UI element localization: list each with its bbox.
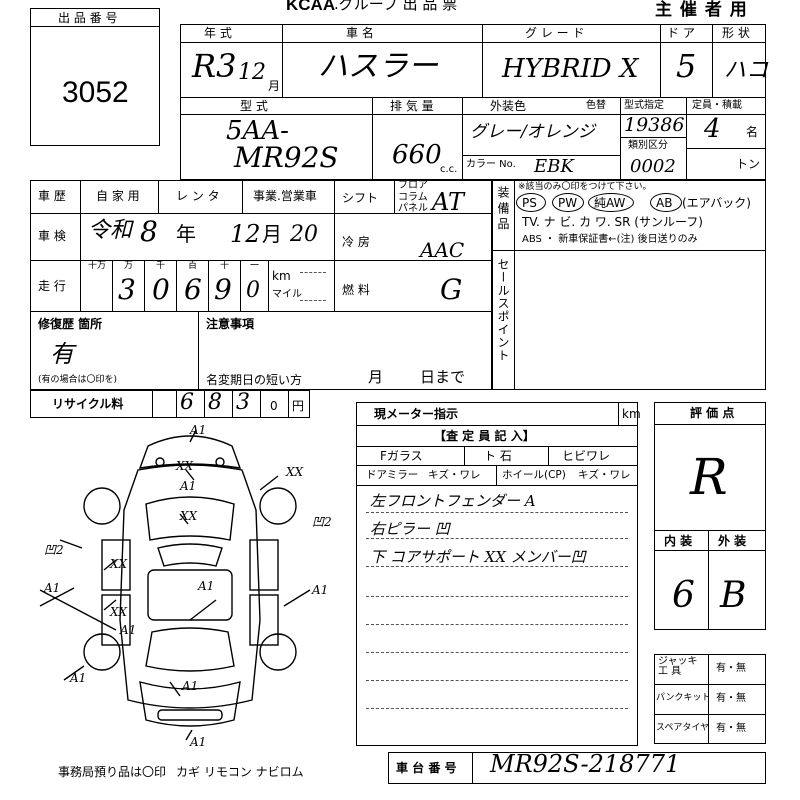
score-box [654, 402, 766, 630]
repair-value: 有 [50, 340, 74, 368]
month-value: 12 [238, 60, 266, 85]
mileage-digit: 0 [152, 273, 170, 306]
damage-mark: XX [109, 557, 128, 571]
interior-score: 6 [672, 575, 695, 616]
damage-mark: XX [109, 605, 128, 619]
damage-mark: 凹2 [312, 515, 332, 529]
category-value: 0002 [630, 156, 676, 177]
damage-mark: XX [175, 459, 194, 473]
chassis-box [388, 752, 766, 784]
fuel-value: G [440, 273, 463, 306]
car-name-value: ハスラー [318, 49, 438, 84]
score-value: R [690, 448, 728, 506]
model-top-value: 5AA- [226, 116, 289, 146]
lot-number: 3052 [62, 76, 129, 109]
model-bottom-value: MR92S [234, 141, 339, 174]
inspection-year: 8 [140, 215, 158, 248]
color-code-value: EBK [534, 156, 574, 177]
equipment-box [492, 180, 766, 390]
chassis-number: MR92S-218771 [490, 750, 681, 778]
mileage-digit: 3 [118, 273, 136, 306]
recycle-fee-box [30, 390, 310, 418]
history-grid [30, 180, 492, 390]
recycle-digit: 8 [208, 390, 222, 415]
damage-mark: 凹2 [44, 543, 64, 557]
inspector-note: 右ピラー 凹 [370, 520, 450, 538]
exterior-score: B [720, 575, 747, 616]
vehicle-info-grid [180, 24, 766, 180]
damage-mark: A1 [189, 423, 206, 437]
damage-mark: A1 [189, 735, 206, 749]
damage-mark: XX [285, 465, 304, 479]
accessories-box [654, 654, 766, 744]
form-title: .グループ 出 品 票 [334, 0, 458, 13]
lot-label: 出 品 番 号 [58, 11, 118, 25]
damage-mark: A1 [43, 581, 60, 595]
shift-value: AT [432, 188, 465, 216]
lot-box [30, 8, 160, 146]
damage-mark: A1 [181, 679, 198, 693]
car-damage-diagram: A1 XX A1 XX XX 凹2 凹2 XX XX A1 A1 A1 A1 A… [39, 423, 332, 749]
damage-mark: XX [179, 509, 198, 523]
mileage-digit: 0 [246, 278, 260, 303]
damage-mark: A1 [197, 579, 214, 593]
inspector-note: 下 コアサポート XX メンバー凹 [370, 548, 586, 566]
type-designation-value: 19386 [624, 114, 685, 136]
inspection-day: 20 [290, 222, 318, 247]
recycle-digit: 3 [236, 390, 250, 415]
damage-mark: A1 [179, 479, 196, 493]
recycle-digit: 6 [180, 390, 194, 415]
displacement-value: 660 [392, 140, 442, 170]
body-value: ハコ [724, 58, 769, 83]
damage-mark: A1 [311, 583, 328, 597]
mileage-digit: 6 [184, 273, 202, 306]
damage-mark: A1 [119, 623, 136, 637]
doors-value: 5 [676, 47, 697, 85]
inspection-era: 令和 [88, 218, 133, 243]
damage-mark: A1 [69, 671, 86, 685]
year-value: R3 [192, 47, 237, 85]
color-value: グレー/オレンジ [470, 122, 595, 142]
capacity-value: 4 [704, 114, 721, 144]
grade-value: HYBRID X [502, 54, 639, 84]
mileage-digit: 9 [214, 273, 232, 306]
usage-label: 主 催 者 用 [655, 0, 748, 20]
org-logo: KCAA [286, 0, 336, 14]
inspector-note: 左フロントフェンダー A [370, 492, 536, 510]
inspector-box [356, 402, 638, 746]
aircon-value: AAC [420, 238, 465, 262]
inspection-month: 12 [230, 220, 261, 248]
